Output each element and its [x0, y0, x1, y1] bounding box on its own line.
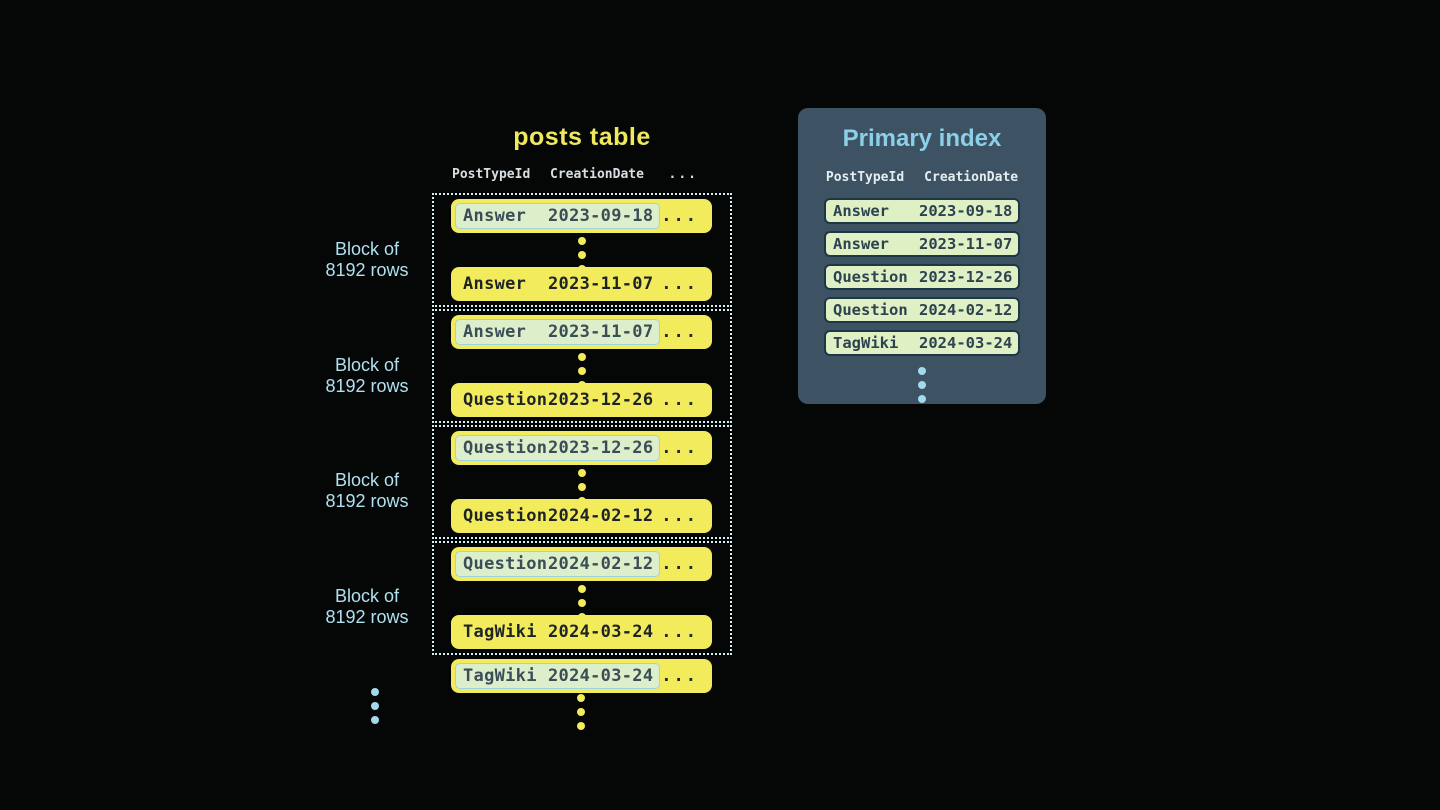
posts-table-title: posts table: [513, 123, 651, 151]
index-posttypeid: Question: [833, 301, 908, 319]
row-creationdate: 2023-09-18: [548, 206, 654, 226]
table-row: Answer 2023-11-07 ...: [451, 315, 712, 349]
index-creationdate: 2024-02-12: [919, 301, 1013, 319]
row-ellipsis: ...: [661, 438, 698, 458]
row-posttypeid: Question: [463, 390, 548, 410]
ellipsis-dots-blue: [798, 367, 1046, 403]
index-row: Answer 2023-11-07: [824, 231, 1020, 257]
table-row: Question 2024-02-12 ...: [451, 547, 712, 581]
row-ellipsis: ...: [661, 322, 698, 342]
block-container: Question 2024-02-12 ... TagWiki 2024-03-…: [432, 541, 732, 655]
index-row: Answer 2023-09-18: [824, 198, 1020, 224]
index-posttypeid: Answer: [833, 235, 889, 253]
index-creationdate: 2023-12-26: [919, 268, 1013, 286]
row-creationdate: 2023-11-07: [548, 322, 654, 342]
table-row: Question 2023-12-26 ...: [451, 383, 712, 417]
row-posttypeid: Question: [463, 506, 548, 526]
row-highlight-box: Question 2023-12-26: [455, 435, 661, 461]
block-size-label-line1: Block of: [334, 355, 400, 375]
table-row: TagWiki 2024-03-24 ...: [451, 659, 712, 693]
ellipsis-dots-blue: [371, 688, 379, 724]
block-size-label: Block of 8192 rows: [312, 355, 422, 397]
block-size-label-line2: 8192 rows: [325, 491, 409, 511]
row-ellipsis: ...: [661, 554, 698, 574]
index-posttypeid: Answer: [833, 202, 889, 220]
column-header-posttypeid: PostTypeId: [452, 167, 531, 182]
block-size-label-line2: 8192 rows: [325, 376, 409, 396]
table-row: Question 2024-02-12 ...: [451, 499, 712, 533]
block-size-label: Block of 8192 rows: [312, 586, 422, 628]
column-header-more-ellipsis: ...: [668, 167, 698, 182]
row-posttypeid: TagWiki: [463, 622, 537, 642]
block-container: Answer 2023-09-18 ... Answer 2023-11-07 …: [432, 193, 732, 307]
row-posttypeid: TagWiki: [463, 666, 537, 686]
row-creationdate: 2023-12-26: [548, 438, 654, 458]
table-row: TagWiki 2024-03-24 ...: [451, 615, 712, 649]
block-size-label-line1: Block of: [334, 239, 400, 259]
block-size-label-line2: 8192 rows: [325, 607, 409, 627]
row-creationdate: 2024-02-12: [548, 554, 654, 574]
block-size-label-line1: Block of: [334, 470, 400, 490]
row-highlight-box: Question 2024-02-12: [455, 551, 661, 577]
row-posttypeid: Answer: [463, 274, 527, 294]
block-size-label: Block of 8192 rows: [312, 239, 422, 281]
index-row: TagWiki 2024-03-24: [824, 330, 1020, 356]
index-posttypeid: Question: [833, 268, 908, 286]
row-ellipsis: ...: [661, 206, 698, 226]
row-posttypeid: Question: [463, 438, 548, 458]
row-posttypeid: Question: [463, 554, 548, 574]
row-ellipsis: ...: [661, 390, 698, 410]
primary-index-column-headers: PostTypeId CreationDate: [798, 170, 1046, 185]
index-creationdate: 2023-11-07: [919, 235, 1013, 253]
primary-index-rows: Answer 2023-09-18 Answer 2023-11-07 Ques…: [798, 198, 1046, 356]
row-creationdate: 2024-03-24: [548, 622, 654, 642]
row-ellipsis: ...: [661, 506, 698, 526]
block-size-label: Block of 8192 rows: [312, 470, 422, 512]
index-creationdate: 2023-09-18: [919, 202, 1013, 220]
block-size-label-line2: 8192 rows: [325, 260, 409, 280]
row-highlight-box: TagWiki 2024-03-24: [455, 663, 661, 689]
row-ellipsis: ...: [661, 622, 698, 642]
block-container: Question 2023-12-26 ... Question 2024-02…: [432, 425, 732, 539]
column-header-creationdate: CreationDate: [550, 167, 644, 182]
row-highlight-box: Answer 2023-11-07: [455, 319, 661, 345]
index-creationdate: 2024-03-24: [919, 334, 1013, 352]
primary-index-panel: Primary index PostTypeId CreationDate An…: [798, 108, 1046, 404]
row-ellipsis: ...: [661, 666, 698, 686]
column-header-creationdate: CreationDate: [924, 170, 1019, 185]
column-header-posttypeid: PostTypeId: [825, 170, 905, 185]
row-posttypeid: Answer: [463, 206, 527, 226]
block-container: Answer 2023-11-07 ... Question 2023-12-2…: [432, 309, 732, 423]
index-posttypeid: TagWiki: [833, 334, 899, 352]
table-row: Question 2023-12-26 ...: [451, 431, 712, 465]
row-creationdate: 2024-03-24: [548, 666, 654, 686]
ellipsis-dots-yellow: [577, 694, 585, 730]
row-creationdate: 2023-11-07: [548, 274, 654, 294]
row-ellipsis: ...: [661, 274, 698, 294]
row-posttypeid: Answer: [463, 322, 527, 342]
posts-table-column-headers: PostTypeId CreationDate ...: [451, 167, 712, 182]
block-size-label-line1: Block of: [334, 586, 400, 606]
index-row: Question 2024-02-12: [824, 297, 1020, 323]
primary-index-title: Primary index: [842, 125, 1002, 152]
row-creationdate: 2023-12-26: [548, 390, 654, 410]
row-highlight-box: Answer 2023-09-18: [455, 203, 661, 229]
index-row: Question 2023-12-26: [824, 264, 1020, 290]
table-row: Answer 2023-09-18 ...: [451, 199, 712, 233]
row-creationdate: 2024-02-12: [548, 506, 654, 526]
table-row: Answer 2023-11-07 ...: [451, 267, 712, 301]
